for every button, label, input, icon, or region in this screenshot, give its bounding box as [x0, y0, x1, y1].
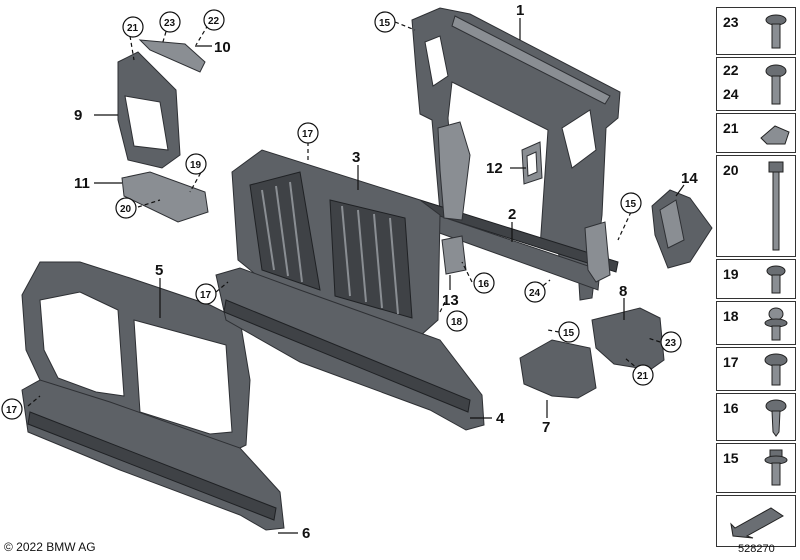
callout-15b: 15 [625, 199, 637, 210]
part-5-mounting-frame [21, 261, 251, 453]
screw-icon [765, 399, 787, 437]
callout-16: 16 [478, 279, 490, 290]
callout-6: 6 [302, 525, 310, 542]
legend-item-20: 20 [716, 155, 796, 257]
callout-17c: 17 [6, 405, 18, 416]
legend-item-16: 16 [716, 393, 796, 441]
grille-slats [261, 181, 399, 315]
part-10-bracket [138, 39, 206, 73]
part-14-air-guide [651, 189, 713, 269]
part-13-bracket [441, 235, 467, 275]
part-9-air-duct [117, 51, 181, 169]
callout-17b: 17 [200, 290, 212, 301]
long-bolt-icon [768, 161, 784, 251]
leader-lines [27, 18, 685, 534]
part-12-bracket [521, 141, 543, 185]
callout-19: 19 [190, 160, 202, 171]
arrow-icon [730, 507, 784, 539]
callout-10: 10 [214, 39, 231, 56]
part-3-air-flap-control [231, 149, 441, 337]
callout-7: 7 [542, 419, 550, 436]
legend-label: 17 [723, 354, 739, 370]
legend-item-22-24: 22 24 [716, 57, 796, 111]
legend-label: 20 [723, 162, 739, 178]
legend-label: 15 [723, 450, 739, 466]
legend-label: 16 [723, 400, 739, 416]
legend-item-18: 18 [716, 301, 796, 345]
legend-item-23: 23 [716, 7, 796, 55]
part-2-lower-crossmember [419, 121, 611, 291]
callout-17a: 17 [302, 129, 314, 140]
callout-21a: 21 [127, 23, 139, 34]
fastener-legend: 23 22 24 21 20 19 18 17 16 15 [716, 7, 797, 548]
legend-item-17: 17 [716, 347, 796, 391]
legend-item-15: 15 [716, 443, 796, 493]
legend-label: 23 [723, 14, 739, 30]
callout-4: 4 [496, 410, 505, 427]
legend-label: 22 [723, 62, 739, 78]
callout-22: 22 [208, 16, 220, 27]
callout-8: 8 [619, 283, 627, 300]
callout-21b: 21 [637, 371, 649, 382]
circled-callouts [1, 9, 682, 420]
expansion-rivet-icon [764, 307, 788, 341]
document-number: 528270 [738, 543, 775, 555]
legend-item-arrow [716, 495, 796, 547]
screw-icon [764, 353, 788, 386]
screw-icon [765, 64, 787, 105]
clip-nut-icon [760, 125, 790, 145]
legend-label-secondary: 24 [723, 86, 739, 102]
callout-2: 2 [508, 206, 516, 223]
screw-icon [764, 449, 788, 486]
callout-23a: 23 [164, 18, 176, 29]
legend-item-19: 19 [716, 259, 796, 299]
part-7-air-duct [519, 339, 597, 399]
callout-9: 9 [74, 107, 82, 124]
callout-24: 24 [529, 288, 541, 299]
callout-15a: 15 [379, 18, 391, 29]
callout-13: 13 [442, 292, 459, 309]
callout-1: 1 [516, 2, 524, 19]
copyright-text: © 2022 BMW AG [4, 540, 96, 554]
callout-3: 3 [352, 149, 360, 166]
callout-12: 12 [486, 160, 503, 177]
callout-18: 18 [451, 317, 463, 328]
part-4-lower-shield [215, 267, 485, 431]
callout-20: 20 [120, 204, 132, 215]
screw-icon [766, 265, 786, 294]
legend-item-21: 21 [716, 113, 796, 153]
legend-label: 18 [723, 308, 739, 324]
callout-15c: 15 [563, 328, 575, 339]
callout-11: 11 [74, 175, 90, 192]
legend-label: 19 [723, 266, 739, 282]
callout-14: 14 [681, 170, 698, 187]
callout-5: 5 [155, 262, 163, 279]
screw-icon [765, 14, 787, 49]
callout-23b: 23 [665, 338, 677, 349]
part-8-air-duct [591, 307, 665, 371]
part-11-bracket [121, 171, 209, 223]
part-6-bottom-shield [21, 379, 285, 531]
legend-label: 21 [723, 120, 739, 136]
